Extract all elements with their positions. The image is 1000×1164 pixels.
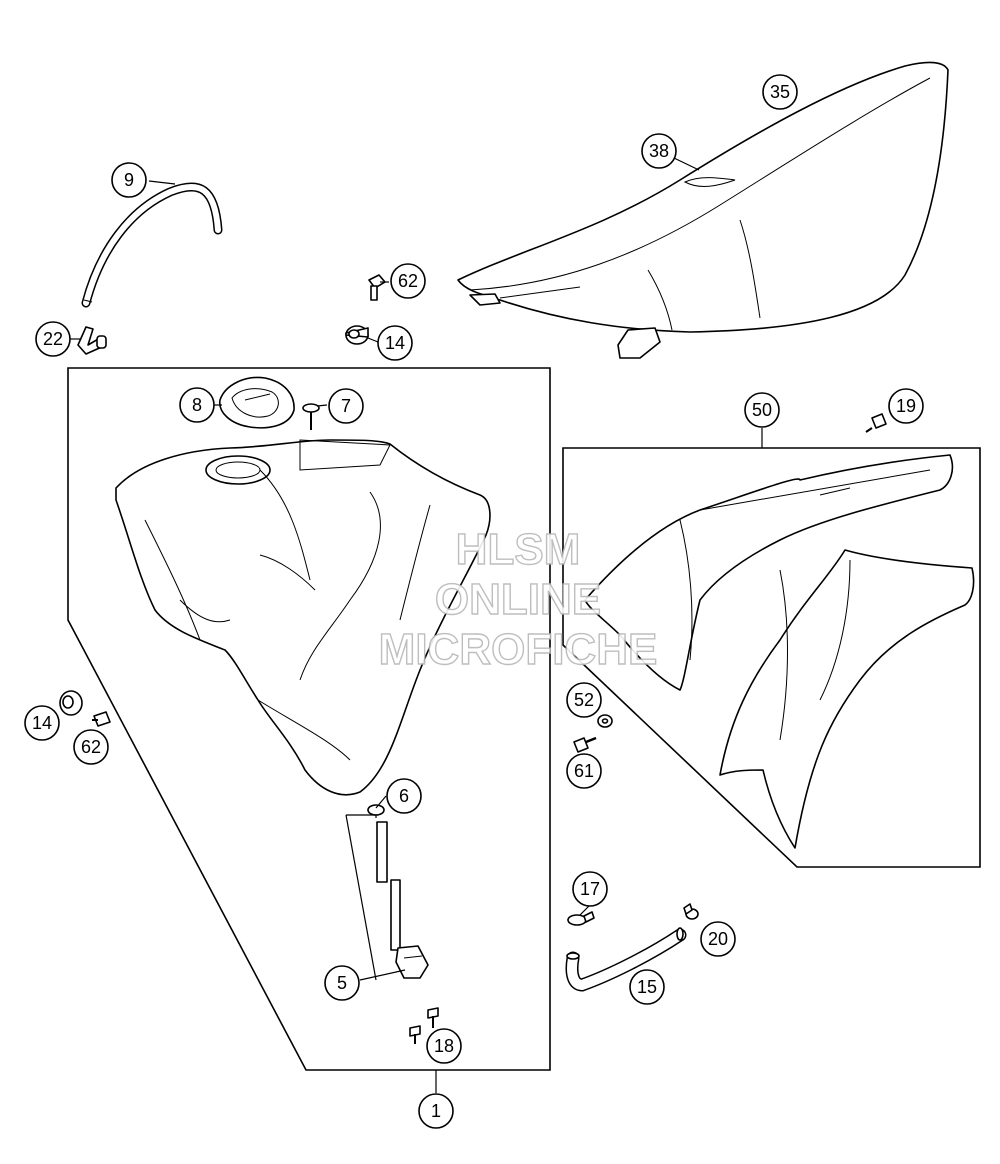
callout-label-38: 38 [649,141,669,161]
callout-61: 61 [566,753,602,789]
watermark-line-3: MICROFICHE [379,625,658,674]
callout-label-9: 9 [124,170,134,190]
spoiler-right-illustration [719,549,975,849]
spoiler-group-frame [562,447,981,868]
fuel-tap-illustration [376,821,429,979]
seat-illustration [457,61,949,359]
fuel-cap-illustration [219,376,295,429]
callout-label-15: 15 [637,977,657,997]
callout-label-62-top: 62 [398,271,418,291]
callout-label-14-left: 14 [32,713,52,733]
callout-7: 7 [328,388,364,424]
bolt-19-illustration [865,413,887,433]
callout-label-20: 20 [708,929,728,949]
watermark-line-2: ONLINE [435,575,601,624]
callout-6: 6 [386,778,422,814]
callout-20: 20 [700,921,736,957]
fuel-tank-illustration [115,439,491,796]
callout-label-62-left: 62 [81,737,101,757]
callout-label-19: 19 [896,396,916,416]
o-ring-illustration [367,804,385,816]
watermark-line-1: HLSM [456,525,581,574]
fuel-hose-15-illustration [565,927,687,992]
spacer-14-left-illustration [59,690,83,716]
callout-label-17: 17 [580,879,600,899]
callout-label-14-top: 14 [385,333,405,353]
callout-1: 1 [418,1093,454,1129]
callout-label-35: 35 [770,82,790,102]
callout-18: 18 [426,1028,462,1064]
callout-52: 52 [566,682,602,718]
callout-62-left: 62 [73,729,109,765]
spoiler-left-illustration [584,454,954,691]
washer-52-illustration [597,714,613,728]
callout-15: 15 [629,969,665,1005]
callout-8: 8 [179,387,215,423]
fuel-tank-group-frame [67,367,551,1071]
callout-label-8: 8 [192,395,202,415]
callout-22: 22 [35,321,71,357]
hose-fitting-illustration [77,326,107,355]
callout-35: 35 [762,74,798,110]
callout-label-61: 61 [574,761,594,781]
callout-label-5: 5 [337,973,347,993]
callout-label-1: 1 [431,1101,441,1121]
breather-hose-illustration [81,182,223,308]
callout-label-50: 50 [752,400,772,420]
hose-clamp-20-illustration [683,903,699,920]
bolt-62-left-illustration [92,711,111,727]
bolt-61-illustration [573,736,597,753]
callout-label-18: 18 [434,1036,454,1056]
screw-7-illustration [302,403,320,430]
callout-14-left: 14 [24,705,60,741]
callout-62-top: 62 [390,263,426,299]
callout-50: 50 [744,392,780,428]
callout-17: 17 [572,871,608,907]
callout-9: 9 [111,162,147,198]
callout-label-52: 52 [574,690,594,710]
callout-38: 38 [641,133,677,169]
callout-19: 19 [888,388,924,424]
hose-clamp-17-illustration [567,911,595,926]
callout-label-6: 6 [399,786,409,806]
callout-label-7: 7 [341,396,351,416]
callout-14-top: 14 [377,325,413,361]
bolt-62-top-illustration [368,274,386,301]
leader-lines [70,157,763,1093]
callout-5: 5 [324,965,360,1001]
spacer-14-top-illustration [345,325,369,345]
watermark: HLSM ONLINE MICROFICHE [378,524,658,674]
screw-18-illustration [409,1007,439,1044]
callout-label-22: 22 [43,329,63,349]
